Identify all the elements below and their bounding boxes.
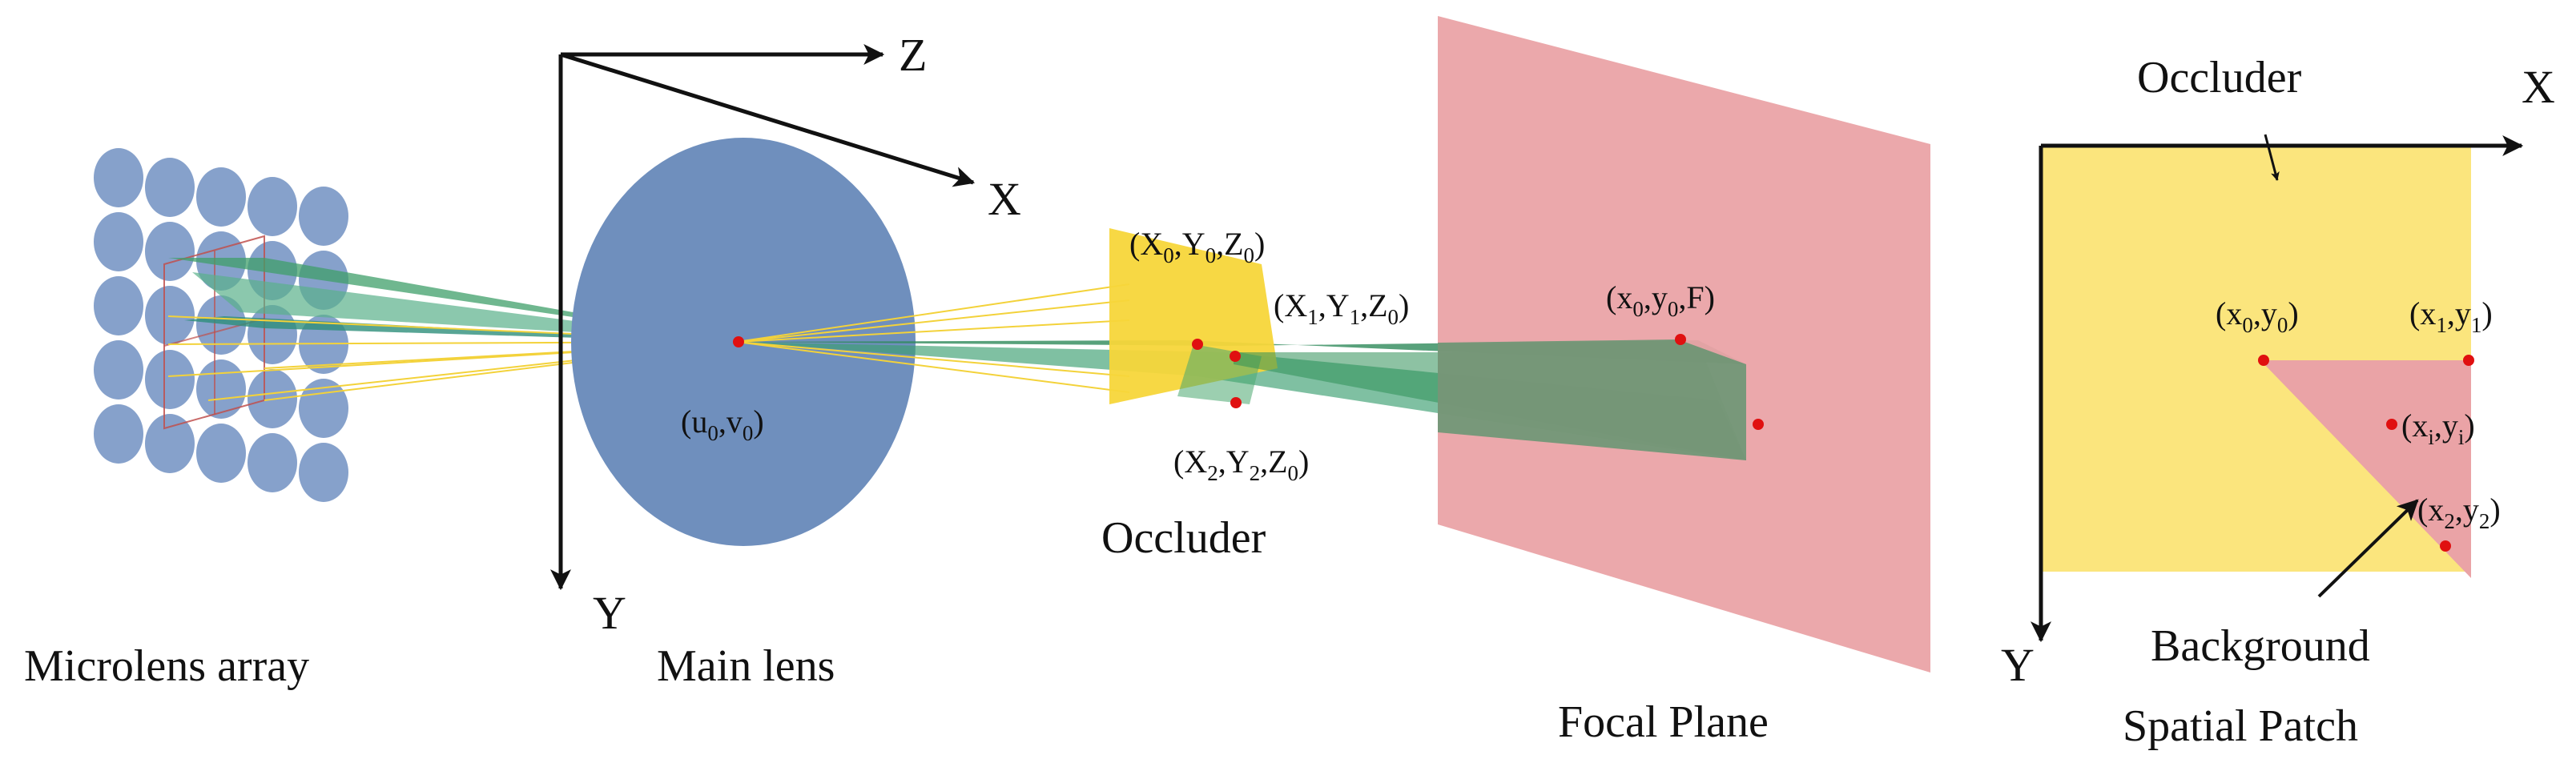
microlens: [299, 443, 348, 502]
yellow-rays-front: [736, 283, 1130, 393]
microlens: [145, 350, 195, 409]
coord-r2: (x2,y2): [2417, 492, 2501, 533]
point-r2: [2440, 540, 2451, 552]
microlens: [94, 276, 143, 335]
point-p1: [1230, 351, 1241, 362]
point-r0: [2258, 355, 2269, 366]
microlens: [94, 404, 143, 464]
point-r1: [2463, 355, 2474, 366]
microlens: [145, 158, 195, 217]
points: [733, 334, 2474, 552]
microlens: [145, 286, 195, 345]
microlens: [248, 433, 297, 492]
x-axis-label: X: [988, 173, 1021, 225]
caption-focal-plane: Focal Plane: [1558, 697, 1769, 747]
x-axis: [560, 52, 976, 187]
right-x-axis-label: X: [2522, 61, 2555, 113]
green-ray-on-focal-plane: [1438, 339, 1746, 460]
microlens-array: [94, 148, 348, 502]
coord-r0: (x0,y0): [2216, 295, 2299, 337]
y-axis-label: Y: [593, 587, 626, 639]
microlens: [94, 148, 143, 207]
microlens: [145, 222, 195, 281]
coord-p1: (X1,Y1,Z0): [1274, 287, 1409, 329]
coord-r1: (x1,y1): [2409, 295, 2493, 337]
point-p2: [1230, 397, 1242, 408]
caption-occluder: Occluder: [1101, 513, 1266, 563]
microlens: [196, 167, 246, 227]
caption-background-line1: Background: [2151, 621, 2370, 671]
z-axis-label: Z: [899, 29, 927, 81]
microlens: [299, 379, 348, 438]
microlens: [196, 359, 246, 419]
microlens: [145, 414, 195, 473]
point-focal-lower: [1753, 419, 1764, 430]
point-focal: [1675, 334, 1686, 345]
caption-main-lens: Main lens: [657, 641, 835, 691]
microlens: [248, 177, 297, 236]
axes-left: [550, 44, 976, 591]
coord-lens-center: (u0,v0): [681, 404, 764, 445]
point-ri: [2386, 419, 2397, 430]
right-y-axis-label: Y: [2001, 639, 2035, 691]
caption-background-line2: Spatial Patch: [2123, 701, 2358, 751]
coord-ri: (xi,yi): [2401, 408, 2475, 449]
coord-p2: (X2,Y2,Z0): [1173, 444, 1309, 485]
point-p0: [1192, 339, 1203, 350]
microlens: [299, 187, 348, 246]
occluder-pointer-arrow: [2264, 134, 2280, 181]
coord-focal-point: (x0,y0,F): [1606, 279, 1715, 321]
background-spatial-patch: [2260, 360, 2471, 578]
microlens: [94, 340, 143, 400]
background-pointer-arrow: [2317, 499, 2419, 598]
microlens: [94, 212, 143, 271]
caption-microlens-array: Microlens array: [24, 641, 309, 691]
microlens: [196, 295, 246, 355]
microlens: [196, 424, 246, 483]
caption-occluder-right: Occluder: [2137, 53, 2302, 102]
point-lens-center: [733, 336, 744, 347]
coord-p0: (X0,Y0,Z0): [1129, 226, 1265, 267]
right-panel: [2031, 134, 2524, 643]
microlens-grid: [94, 148, 348, 502]
